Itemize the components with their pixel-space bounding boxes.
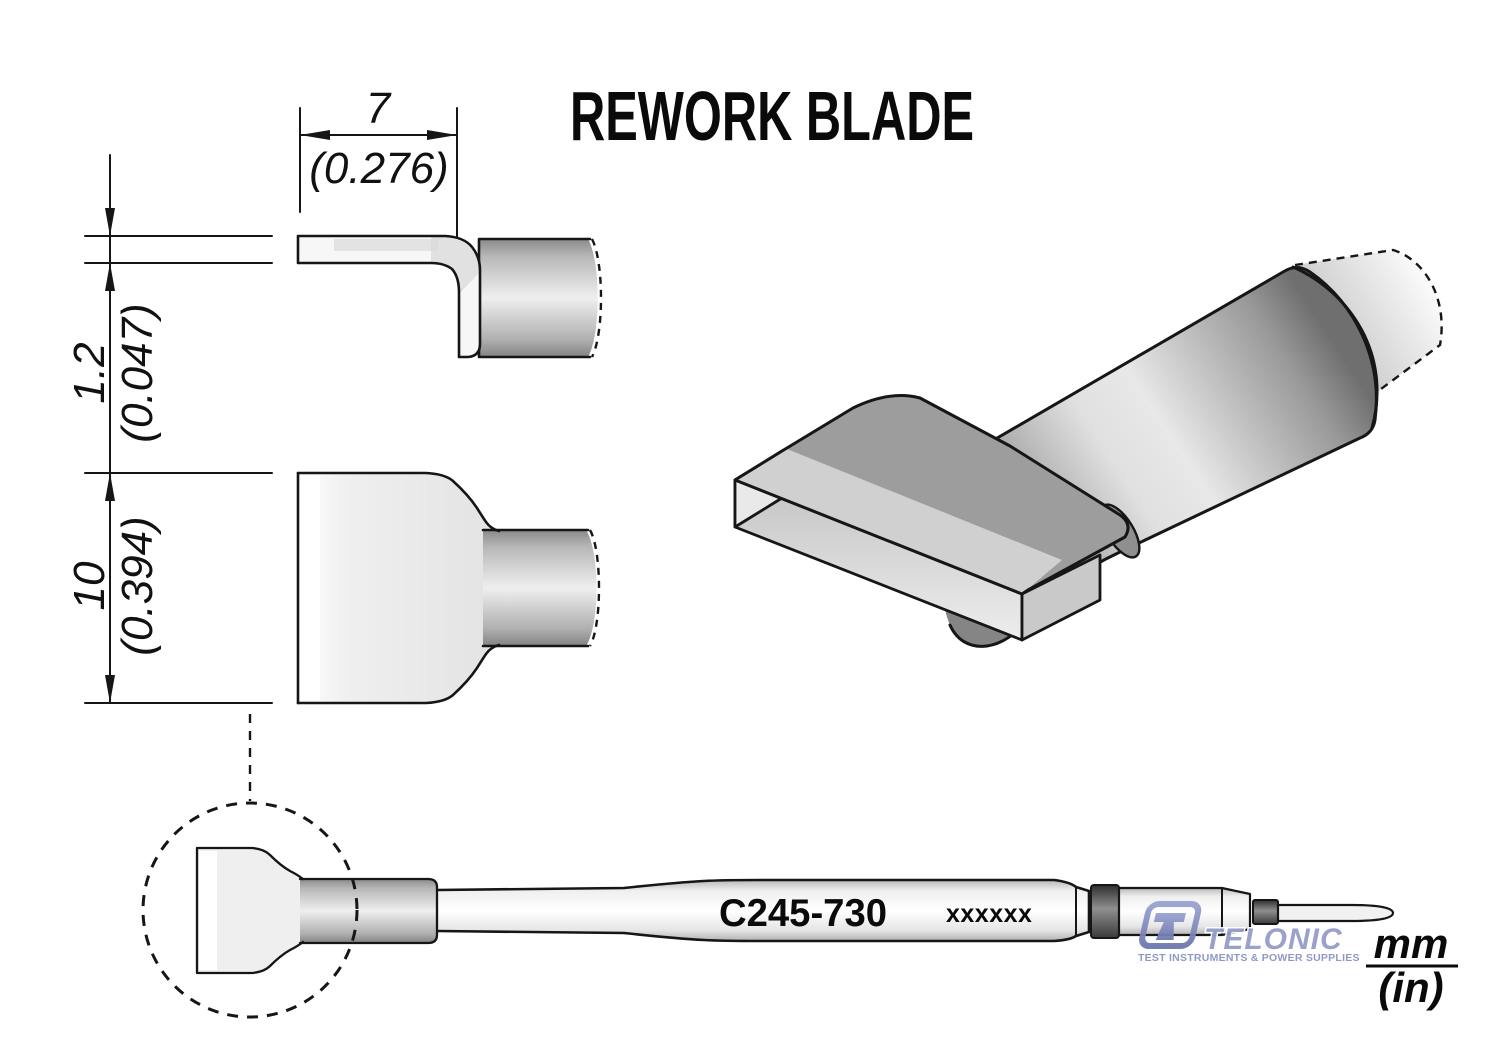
cartridge-tip-cylinder-fill [300, 879, 437, 943]
iso-blade-edge-strip [735, 449, 1062, 594]
cartridge-blade-fill [197, 848, 302, 973]
model-number-label: C245-730 [719, 892, 887, 935]
cartridge-blade-outline [195, 846, 305, 975]
cartridge-tip-rod [1276, 903, 1395, 923]
arrowhead-down-icon [105, 208, 115, 236]
cartridge-ring-2 [1252, 899, 1279, 925]
dim-width-mm: 7 [366, 84, 392, 133]
side-view-break-line [590, 238, 603, 358]
dim-thickness-in: (0.047) [113, 303, 162, 442]
front-view-top-contour [296, 471, 501, 533]
cartridge-tip-cylinder-outline [298, 877, 439, 945]
telonic-brand-text: TELONIC [1204, 923, 1343, 956]
arrowhead-left-icon [300, 130, 330, 140]
front-view-bottom-contour [296, 643, 501, 705]
arrowhead-up-icon [105, 473, 115, 501]
cartridge-side-view: C245-730 xxxxxx [195, 846, 1395, 975]
iso-blade-right-face [1020, 553, 1102, 642]
iso-shaft-continuation-break [1294, 248, 1443, 393]
side-view [296, 234, 603, 359]
dim-height-mm: 10 [65, 561, 114, 610]
telonic-logo-icon [1139, 901, 1202, 949]
isometric-view [733, 248, 1443, 648]
front-view-break-line [588, 529, 601, 647]
side-view-cylinder [479, 239, 598, 357]
dim-width-in: (0.276) [309, 144, 448, 193]
front-view-blade-highlight [300, 476, 320, 700]
iso-blade-top-outline [733, 394, 1130, 596]
iso-blade-top-face [735, 395, 1129, 594]
units-in-label: (in) [1378, 964, 1443, 1011]
telonic-tagline: TEST INSTRUMENTS & POWER SUPPLIES [1138, 952, 1360, 964]
front-view-blade-fill [298, 473, 500, 703]
cartridge-handle-outline [435, 878, 1091, 943]
cartridge-blade-highlight [199, 851, 217, 970]
marking-placeholder-label: xxxxxx [946, 900, 1032, 928]
detail-circle [141, 801, 359, 1019]
dim-thickness-mm: 1.2 [65, 342, 114, 403]
cartridge-handle-fill [437, 880, 1089, 941]
telonic-watermark: TELONIC TEST INSTRUMENTS & POWER SUPPLIE… [1138, 901, 1360, 964]
front-view-cylinder-edges [481, 528, 590, 648]
side-view-bend-shading [431, 237, 480, 294]
dim-height-in: (0.394) [113, 516, 162, 655]
arrowhead-down-icon [105, 675, 115, 703]
arrowhead-right-icon [427, 130, 457, 140]
front-view [296, 471, 601, 705]
units-mm-label: mm [1374, 920, 1449, 967]
arrowhead-up-icon [105, 263, 115, 291]
cartridge-ring-1 [1090, 884, 1120, 939]
side-view-blade-outline [296, 234, 482, 359]
units-legend: mm (in) [1366, 920, 1458, 1011]
iso-cylinder-endcap [1291, 265, 1379, 430]
page-title: REWORK BLADE [570, 77, 974, 155]
iso-shaft-continuation-fill [1295, 250, 1442, 392]
front-view-cylinder-fill [483, 530, 597, 646]
dimension-annotations: 7 (0.276) 1.2 (0.047) 10 (0.394) [65, 84, 458, 704]
side-view-blade-shading [334, 239, 438, 251]
